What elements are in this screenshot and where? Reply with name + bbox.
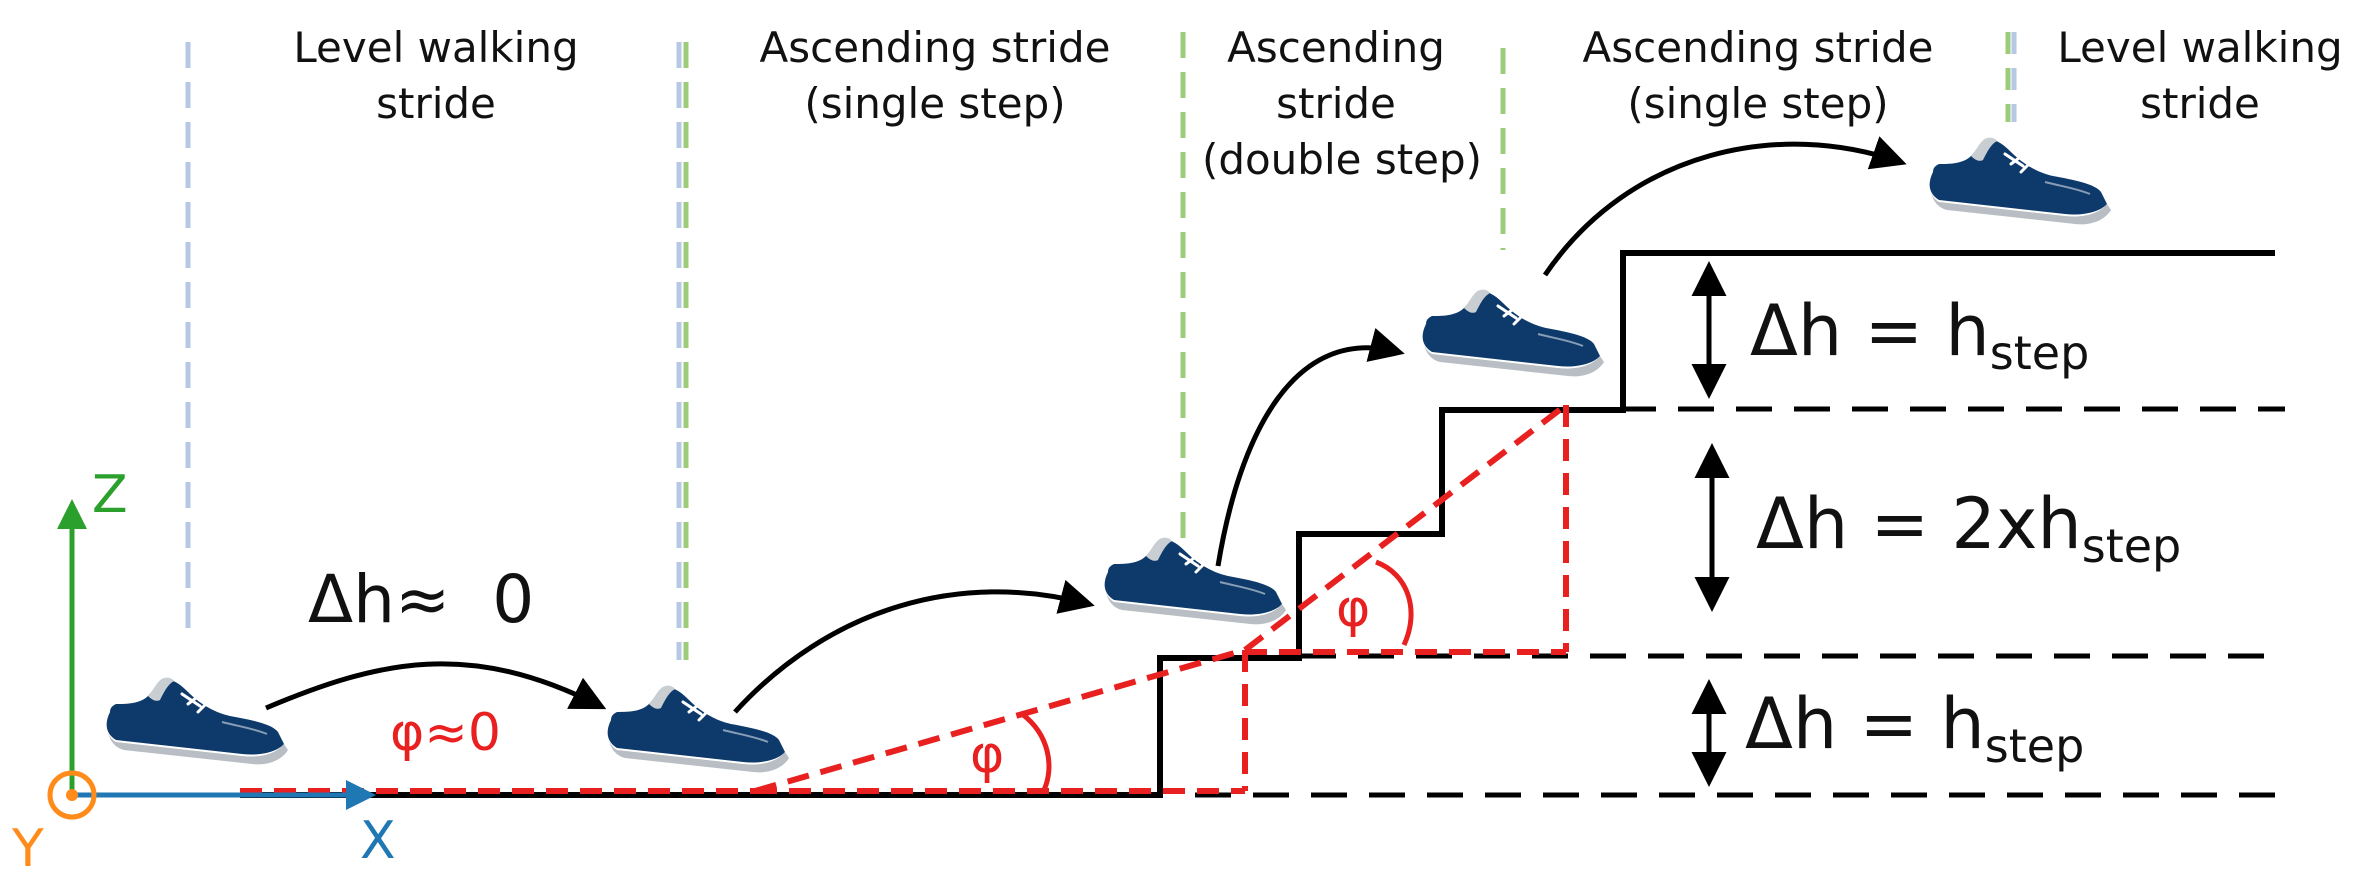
y-axis-dot xyxy=(66,789,78,801)
delta-h-step-label-bottom: Δh = hstep xyxy=(1745,683,2084,773)
phase-label-line: (single step) xyxy=(1627,79,1888,128)
phase-label-line: stride xyxy=(1276,79,1396,128)
phase-label-line: Ascending stride xyxy=(760,23,1111,72)
phase-label-line: stride xyxy=(376,79,496,128)
x-axis-label: X xyxy=(360,811,396,871)
delta-h-prefix: Δh = xyxy=(1745,683,1940,765)
phase-label-line: Ascending xyxy=(1227,23,1445,72)
delta-h-prefix: Δh = xyxy=(1750,290,1945,372)
motion-arrow-1 xyxy=(265,661,607,711)
shoe-icon xyxy=(1928,136,2113,226)
shoe-icon xyxy=(105,676,290,766)
staircase-profile xyxy=(240,250,2275,798)
h-symbol: h xyxy=(1940,683,1984,765)
phi-level-label: φ≈0 xyxy=(390,703,501,763)
z-axis-label: Z xyxy=(92,465,128,525)
phi-double-label: φ xyxy=(1336,579,1370,639)
angle-arc-double xyxy=(1375,559,1414,647)
h-symbol: h xyxy=(1945,290,1989,372)
phi-single-label: φ xyxy=(970,725,1004,785)
phase-label-level-2: Level walking stride xyxy=(2057,23,2342,128)
shoe-icon xyxy=(1103,536,1288,626)
inclination-line-single xyxy=(754,647,1246,794)
phase-label-line: Ascending stride xyxy=(1583,23,1934,72)
motion-arrow-2 xyxy=(733,579,1095,714)
phase-label-line: (double step) xyxy=(1202,135,1482,184)
phase-label-ascend-single-2: Ascending stride (single step) xyxy=(1583,23,1934,128)
phase-label-ascend-double: Ascending stride (double step) xyxy=(1202,23,1482,184)
shoe-icon xyxy=(606,684,791,774)
y-axis-label: Y xyxy=(11,819,44,879)
step-subscript: step xyxy=(2082,519,2182,573)
motion-arrow-3 xyxy=(1215,327,1405,567)
angle-arc-single xyxy=(1020,712,1052,792)
phase-label-line: (single step) xyxy=(804,79,1065,128)
shoe-icon xyxy=(1421,288,1606,378)
delta-h-double-prefix: Δh = 2xh xyxy=(1756,483,2082,565)
step-subscript: step xyxy=(1990,326,2090,380)
delta-h-level-label: Δh≈ 0 xyxy=(308,561,534,638)
delta-h-double-label: Δh = 2xhstep xyxy=(1756,483,2181,573)
phase-label-line: Level walking xyxy=(2057,23,2342,72)
phase-label-level-1: Level walking stride xyxy=(293,23,578,128)
phase-label-line: stride xyxy=(2140,79,2260,128)
phase-label-line: Level walking xyxy=(293,23,578,72)
inclination-line-double xyxy=(1243,402,1568,653)
delta-h-step-label-top: Δh = hstep xyxy=(1750,290,2089,380)
step-subscript: step xyxy=(1985,719,2085,773)
phase-label-ascend-single-1: Ascending stride (single step) xyxy=(760,23,1111,128)
motion-arrow-4 xyxy=(1542,136,1907,277)
y-axis-out-of-page-icon xyxy=(47,770,97,820)
